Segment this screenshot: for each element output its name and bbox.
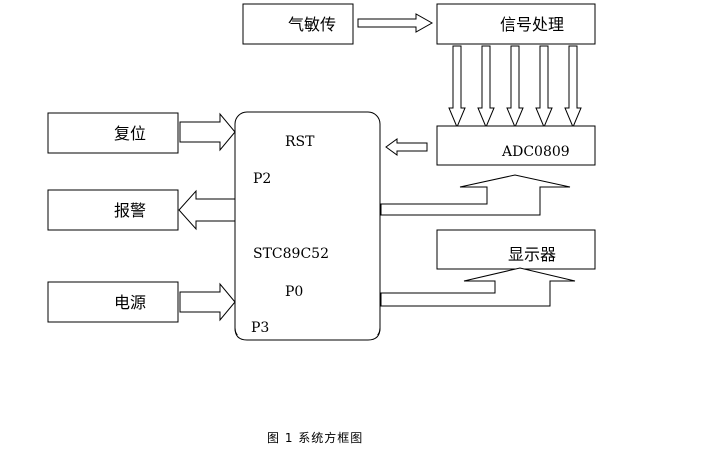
down-arrow: [506, 45, 524, 129]
down-arrow: [535, 45, 553, 129]
arrow-mcu-to-display-bus: [380, 267, 576, 307]
mcu-bottom-edge: [234, 327, 381, 341]
alarm-label: 报警: [114, 201, 146, 220]
adc-block: ADC0809: [436, 125, 596, 166]
sensor-block: 气敏传: [242, 3, 354, 45]
arrow-mcu-to-alarm: [178, 189, 236, 231]
display-label: 显示器: [508, 245, 556, 264]
pin-rst-label: RST: [285, 134, 315, 150]
pin-p2-label: P2: [253, 171, 271, 187]
reset-label: 复位: [114, 124, 146, 143]
down-arrow: [448, 45, 466, 129]
adc-label: ADC0809: [501, 144, 570, 160]
down-arrow: [477, 45, 495, 129]
sensor-label: 气敏传: [288, 15, 336, 34]
pin-p3-label: P3: [251, 320, 269, 336]
power-block: 电源: [47, 281, 179, 323]
power-label: 电源: [114, 293, 146, 312]
signal-processing-label: 信号处理: [500, 15, 564, 34]
mcu-block: RST P2 STC89C52 P0 P3: [234, 111, 381, 341]
pin-p0-label: P0: [285, 284, 303, 300]
arrow-adc-to-mcu: [385, 138, 428, 156]
arrow-sensor-to-signal: [357, 13, 434, 33]
display-block: 显示器: [436, 229, 596, 270]
signal-to-adc-arrows: [448, 45, 582, 129]
p3-clip-mask: [236, 335, 379, 349]
down-arrow: [564, 45, 582, 129]
arrow-mcu-to-adc-bus: [380, 174, 571, 216]
figure-caption: 图 1 系统方框图: [267, 430, 363, 445]
arrow-reset-to-mcu: [179, 112, 236, 152]
reset-block: 复位: [47, 112, 179, 154]
signal-processing-block: 信号处理: [436, 3, 596, 45]
alarm-block: 报警: [47, 189, 179, 231]
arrow-power-to-mcu: [179, 282, 236, 322]
mcu-model-label: STC89C52: [253, 246, 329, 262]
